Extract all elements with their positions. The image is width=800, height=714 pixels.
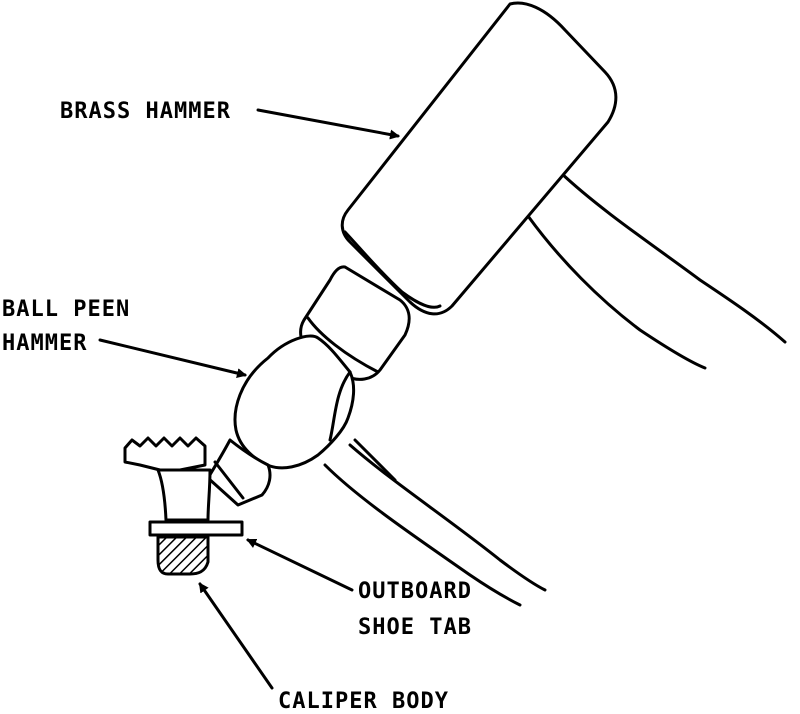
outboard-shoe-tab-shape <box>148 520 244 537</box>
caliper-body-arrow <box>198 582 274 690</box>
ball-peen-hammer <box>206 265 411 507</box>
caliper-body-shape <box>156 535 210 576</box>
brass-hammer-label: BRASS HAMMER <box>60 99 231 124</box>
ball-peen-arrow <box>98 338 247 378</box>
brass-hammer-arrow <box>256 108 400 140</box>
brass-hammer-head <box>340 1 618 316</box>
outboard-label-line2: SHOE TAB <box>358 615 472 640</box>
outboard-shoe-tab-arrow <box>246 538 354 592</box>
leader-arrows <box>98 108 400 690</box>
ball-peen-handle <box>323 438 547 607</box>
caliper-body-label: CALIPER BODY <box>278 689 449 714</box>
ball-peen-label-line1: BALL PEEN <box>2 297 130 322</box>
ball-peen-label-line2: HAMMER <box>2 331 87 356</box>
brass-hammer-handle <box>526 170 787 370</box>
caliper-assembly <box>123 436 244 576</box>
outboard-label-line1: OUTBOARD <box>358 579 472 604</box>
